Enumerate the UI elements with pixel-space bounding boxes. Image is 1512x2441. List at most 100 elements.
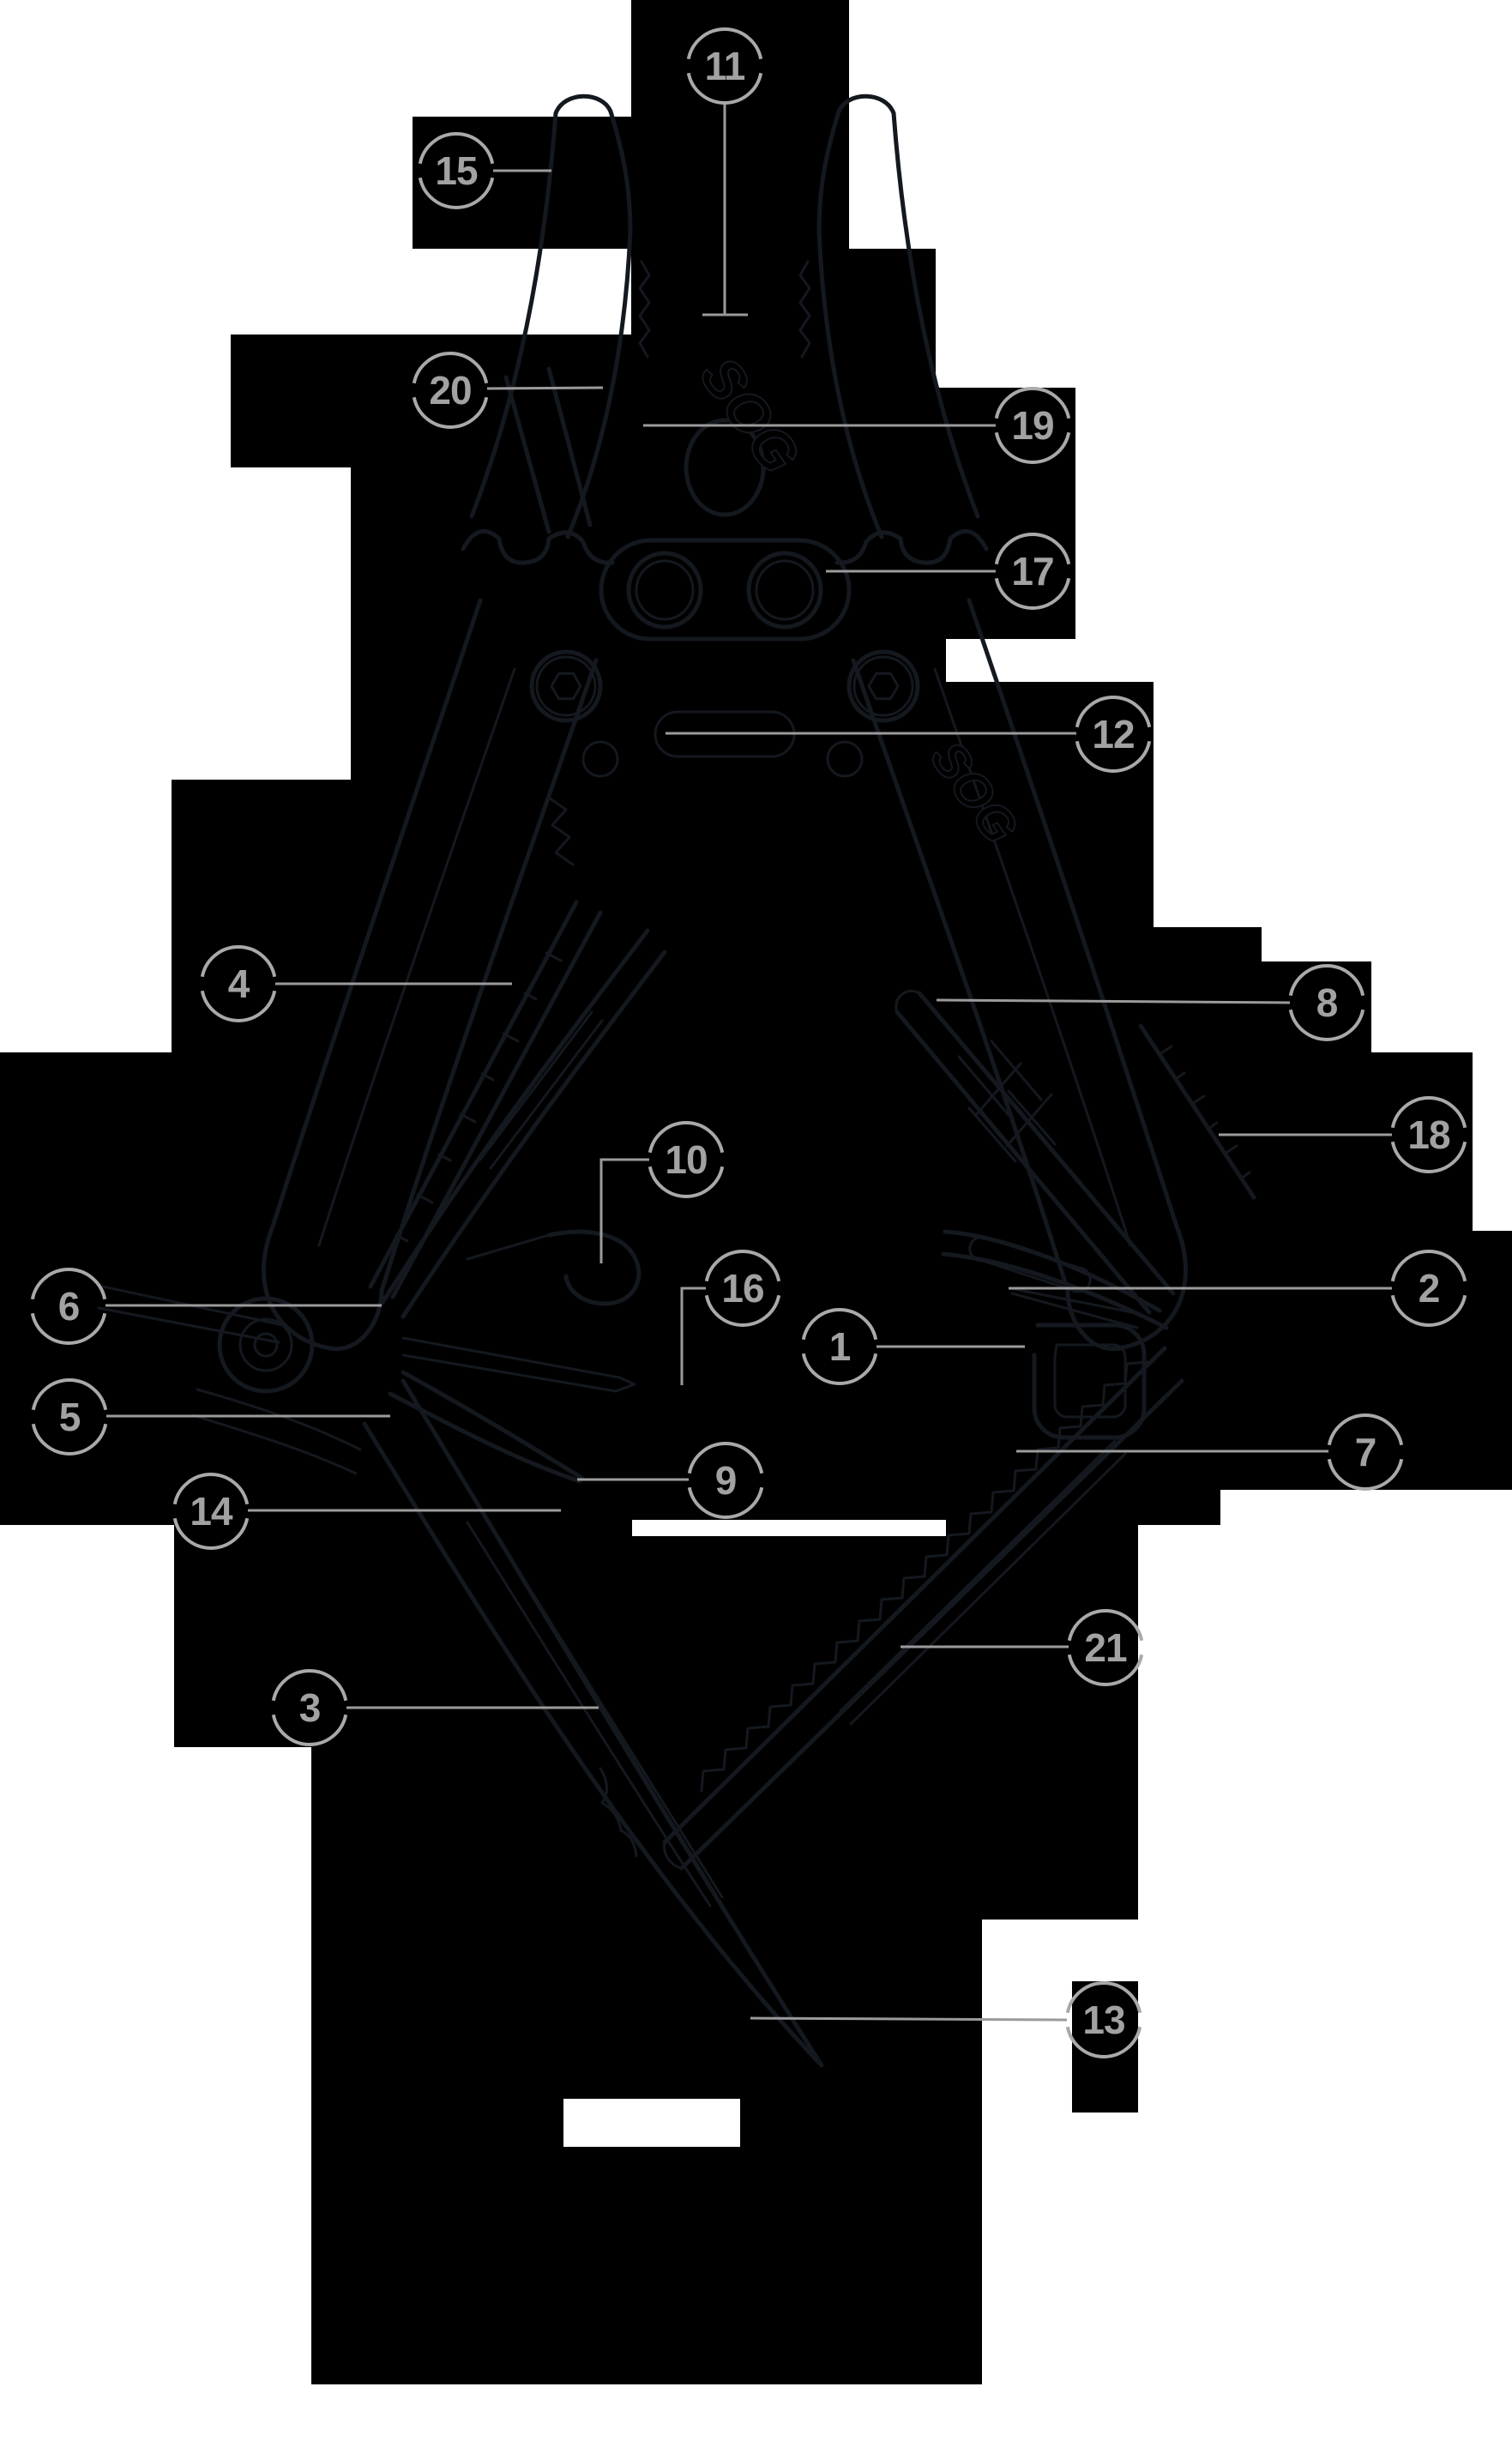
tool-art-path xyxy=(401,1336,636,1393)
callout-number: 21 xyxy=(1084,1625,1127,1670)
tool-art-path xyxy=(1158,1045,1251,1180)
tool-art-path xyxy=(663,1841,684,1870)
tool-art-path xyxy=(816,109,884,539)
callout-ring xyxy=(200,945,277,1022)
callout-ring xyxy=(1327,1413,1404,1491)
tool-art-path xyxy=(368,900,579,1289)
tool-art-path xyxy=(895,1010,1152,1315)
tool-art-path xyxy=(826,740,864,778)
callout-ring xyxy=(648,1121,725,1198)
tool-art-path xyxy=(535,655,597,717)
callout-number: 14 xyxy=(190,1489,233,1534)
tool-art-path xyxy=(839,1439,1127,1726)
callout-number: 11 xyxy=(705,44,745,88)
panel-block xyxy=(231,335,936,388)
tool-art-path xyxy=(967,598,1179,1229)
callout-10: 10 xyxy=(648,1121,725,1198)
callout-14: 14 xyxy=(172,1473,250,1550)
tool-art-path xyxy=(700,1360,1149,1793)
tool-art-path xyxy=(834,528,989,565)
panel-block xyxy=(172,961,1371,1052)
panel-block xyxy=(174,1589,1138,1747)
tool-art-path xyxy=(662,1346,1167,1845)
tool-art-path xyxy=(867,672,900,701)
callout-number: 17 xyxy=(1011,549,1053,594)
panel-block xyxy=(0,1231,1512,1490)
callout-7: 7 xyxy=(1327,1413,1404,1491)
callout-16: 16 xyxy=(704,1250,781,1327)
callout-4: 4 xyxy=(200,945,277,1022)
tool-art-path xyxy=(546,366,593,527)
panel-block xyxy=(172,927,1262,961)
tool-art-path xyxy=(1065,1224,1188,1352)
tool-art-path xyxy=(957,1040,1057,1163)
callout-ring xyxy=(994,387,1071,464)
tool-art-path xyxy=(746,551,823,630)
callout-ring xyxy=(172,1473,250,1550)
tool-art-path xyxy=(270,598,483,1229)
callout-number: 19 xyxy=(1011,403,1053,448)
tool-art-path xyxy=(466,1233,551,1261)
panel-gap xyxy=(563,2099,740,2147)
tool-art-path xyxy=(933,667,1132,1247)
callout-ring xyxy=(412,352,489,429)
leader-line-13 xyxy=(750,2016,1068,2022)
callout-ring xyxy=(1390,1250,1467,1327)
tool-art-path xyxy=(684,418,766,517)
callout-number: 16 xyxy=(721,1266,763,1311)
callout-number: 12 xyxy=(1092,712,1134,756)
callout-ring xyxy=(30,1268,107,1345)
callout-17: 17 xyxy=(994,533,1071,610)
tool-art-path xyxy=(635,559,695,621)
tool-art-path xyxy=(317,667,516,1247)
tool-art-path xyxy=(755,559,815,621)
callout-ring xyxy=(704,1250,781,1327)
leader-lines xyxy=(105,103,1392,2022)
leader-line-8 xyxy=(936,998,1291,1004)
tool-art-path xyxy=(401,1370,584,1480)
panel-block xyxy=(654,1920,982,2384)
callout-8: 8 xyxy=(1288,964,1365,1041)
callout-ring xyxy=(1067,1609,1144,1686)
callout-ring xyxy=(1288,964,1365,1041)
callout-11: 11 xyxy=(686,27,763,105)
callout-13: 13 xyxy=(1065,1981,1142,2058)
tool-art-path xyxy=(851,658,1070,1293)
callout-number: 7 xyxy=(1355,1430,1376,1474)
tool-art-path xyxy=(852,655,914,717)
tool-art-path xyxy=(362,1421,824,2068)
callout-1: 1 xyxy=(801,1308,878,1385)
tool-art-path xyxy=(550,672,582,701)
tool-art-path xyxy=(553,93,613,116)
callout-ring xyxy=(686,27,763,105)
callout-ring xyxy=(31,1378,108,1456)
callout-number: 13 xyxy=(1082,1998,1124,2042)
tool-art-path xyxy=(546,1229,642,1306)
tool-art-path xyxy=(581,740,619,778)
tool-art-path xyxy=(401,1378,824,2068)
panel-gap xyxy=(632,1520,946,1536)
callout-6: 6 xyxy=(30,1268,107,1345)
panel-block xyxy=(311,1747,1138,1920)
callout-number: 2 xyxy=(1419,1266,1440,1311)
callout-number: 20 xyxy=(429,368,471,413)
callout-20: 20 xyxy=(412,352,489,429)
tool-art-path xyxy=(479,1010,604,1170)
callout-3: 3 xyxy=(271,1669,348,1746)
panel-block xyxy=(231,388,1075,467)
callout-number: 1 xyxy=(829,1324,851,1369)
panel-block xyxy=(0,1052,1473,1231)
callout-number: 6 xyxy=(58,1284,80,1329)
callout-ring xyxy=(418,132,495,209)
callout-9: 9 xyxy=(687,1442,764,1519)
callout-19: 19 xyxy=(994,387,1071,464)
tool-art-path xyxy=(599,538,852,642)
tool-art-path xyxy=(565,109,633,539)
tool-art-path xyxy=(599,1767,638,1858)
callout-ring xyxy=(1065,1981,1142,2058)
tool-art-path xyxy=(1053,1343,1127,1419)
panel-block xyxy=(351,467,1075,639)
